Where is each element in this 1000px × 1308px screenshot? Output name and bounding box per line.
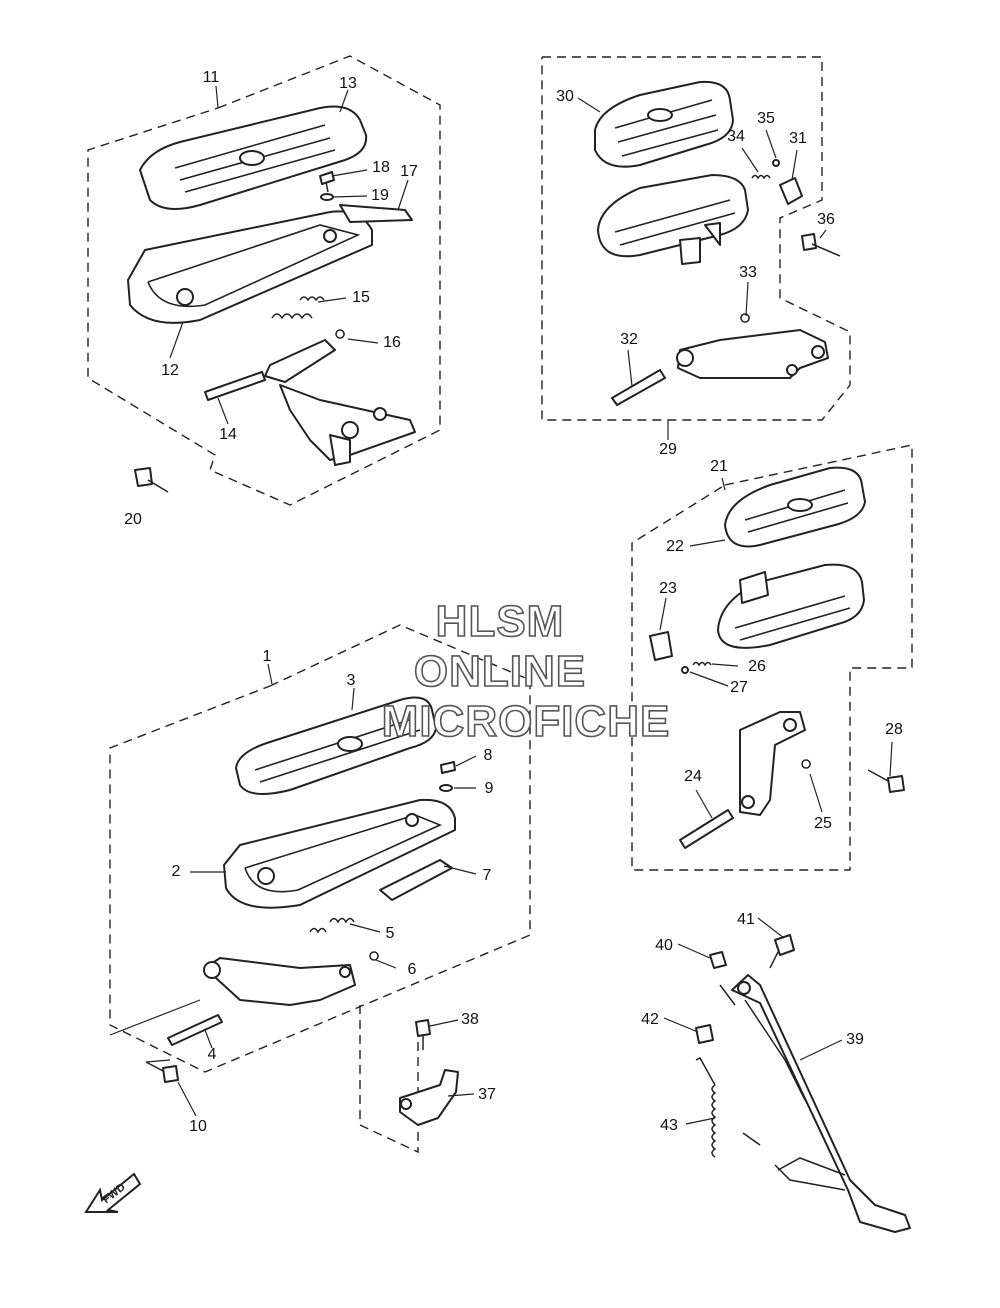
callout-36: 36 <box>817 211 835 228</box>
callout-33: 33 <box>739 264 757 281</box>
callout-29: 29 <box>659 441 677 458</box>
plate-17 <box>339 204 413 223</box>
callout-21: 21 <box>710 458 728 475</box>
callout-20: 20 <box>124 511 142 528</box>
callout-35: 35 <box>757 110 775 127</box>
callout-41: 41 <box>737 911 755 928</box>
footboard-mat-3 <box>235 696 437 795</box>
watermark-line-1: HLSM <box>435 597 565 646</box>
callout-7: 7 <box>482 867 492 884</box>
callout-3: 3 <box>346 672 356 689</box>
callout-25: 25 <box>814 815 832 832</box>
assembly-1-group <box>109 624 531 1117</box>
assembly-37-group <box>359 1005 475 1154</box>
callout-23: 23 <box>659 580 677 597</box>
callout-11: 11 <box>202 69 220 86</box>
footboard-arm-29 <box>677 329 829 379</box>
callout-27: 27 <box>730 679 748 696</box>
callout-10: 10 <box>189 1118 207 1135</box>
footboard-arm-1 <box>204 957 356 1006</box>
callout-38: 38 <box>461 1011 479 1028</box>
assembly-11-group <box>87 55 441 506</box>
callout-4: 4 <box>207 1046 217 1063</box>
callout-6: 6 <box>407 961 417 978</box>
footboard-arm <box>264 339 336 383</box>
callout-16: 16 <box>383 334 401 351</box>
sidestand-group <box>663 917 911 1233</box>
callout-15: 15 <box>352 289 370 306</box>
callout-40: 40 <box>655 937 673 954</box>
bracket-37 <box>399 1069 459 1126</box>
callout-30: 30 <box>556 88 574 105</box>
callout-1: 1 <box>262 648 272 665</box>
callout-9: 9 <box>484 780 494 797</box>
callout-19: 19 <box>371 187 389 204</box>
callout-12: 12 <box>161 362 179 379</box>
sidestand-39 <box>731 974 911 1233</box>
callout-31: 31 <box>789 130 807 147</box>
callout-28: 28 <box>885 721 903 738</box>
callout-2: 2 <box>171 863 181 880</box>
callout-17: 17 <box>400 163 418 180</box>
plate-7 <box>379 859 453 901</box>
callout-22: 22 <box>666 538 684 555</box>
callout-26: 26 <box>748 658 766 675</box>
footboard-mat-30 <box>594 80 734 168</box>
callout-24: 24 <box>684 768 702 785</box>
fwd-arrow-icon: FWD <box>84 1172 142 1213</box>
footboard-bracket-12 <box>127 210 373 324</box>
watermark-line-3: MICROFICHE <box>381 697 671 746</box>
bracket-24 <box>739 711 806 816</box>
callout-8: 8 <box>483 747 493 764</box>
callout-37: 37 <box>478 1086 496 1103</box>
watermark-line-2: ONLINE <box>413 647 587 696</box>
callout-34: 34 <box>727 128 745 145</box>
callout-39: 39 <box>846 1031 864 1048</box>
assembly-21-group <box>631 444 913 871</box>
callout-14: 14 <box>219 426 237 443</box>
footboard-bracket-2 <box>223 798 456 909</box>
callout-42: 42 <box>641 1011 659 1028</box>
callout-18: 18 <box>372 159 390 176</box>
callout-43: 43 <box>660 1117 678 1134</box>
callout-5: 5 <box>385 925 395 942</box>
assembly-29-group <box>541 56 851 440</box>
callout-13: 13 <box>339 75 357 92</box>
callout-32: 32 <box>620 331 638 348</box>
